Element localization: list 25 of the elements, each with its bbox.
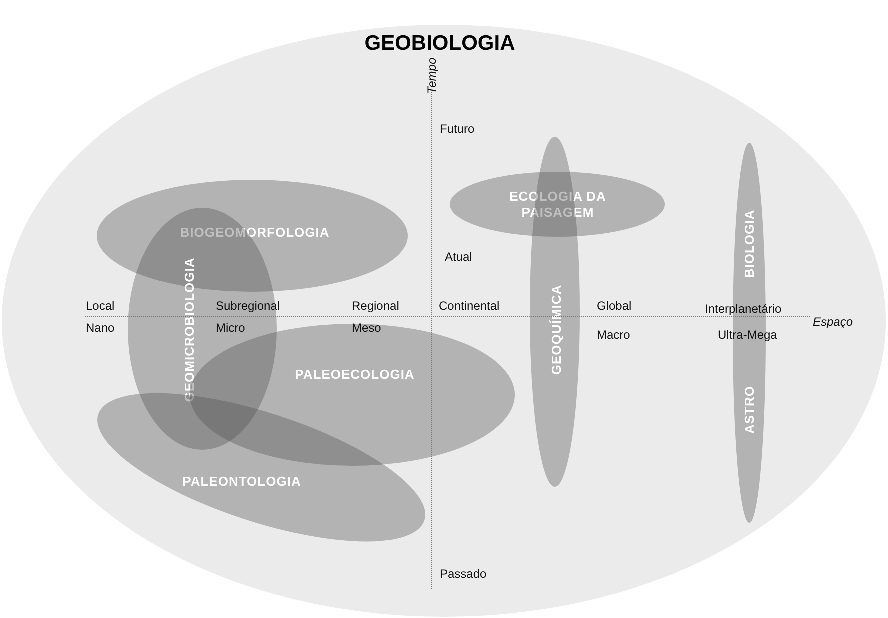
field-label: BIOLOGIA [742, 210, 758, 278]
field-label: PALEONTOLOGIA [182, 474, 302, 490]
axis-title: Tempo [425, 58, 439, 94]
field-label: GEOQUÍMICA [548, 284, 565, 376]
scale-label: Macro [597, 328, 630, 342]
scale-label: Meso [352, 321, 382, 335]
scale-label: Local [86, 299, 115, 313]
scale-label: Ultra-Mega [718, 328, 778, 342]
scale-label: Global [597, 299, 632, 313]
field-label: ASTRO [742, 386, 758, 434]
scale-label: Passado [440, 567, 487, 581]
field-heading: GEOBIOLOGIA [364, 30, 516, 57]
field-label: GEOMICROBIOLOGIA [182, 258, 198, 402]
scale-label: Subregional [216, 299, 280, 313]
field-label: PALEOECOLOGIA [295, 366, 415, 384]
scale-label: Regional [352, 299, 400, 313]
scale-label: Futuro [440, 122, 475, 136]
field-label: ECOLOGIA DA PAISAGEM [508, 188, 608, 222]
axis-title: Espaço [813, 315, 854, 329]
scale-label: Interplanetário [705, 302, 782, 316]
field-label: BIOGEOMORFOLOGIA [180, 224, 330, 242]
scale-label: Continental [439, 299, 500, 313]
scale-label: Nano [86, 321, 115, 335]
scale-label: Atual [445, 250, 472, 264]
scale-label: Micro [216, 321, 246, 335]
